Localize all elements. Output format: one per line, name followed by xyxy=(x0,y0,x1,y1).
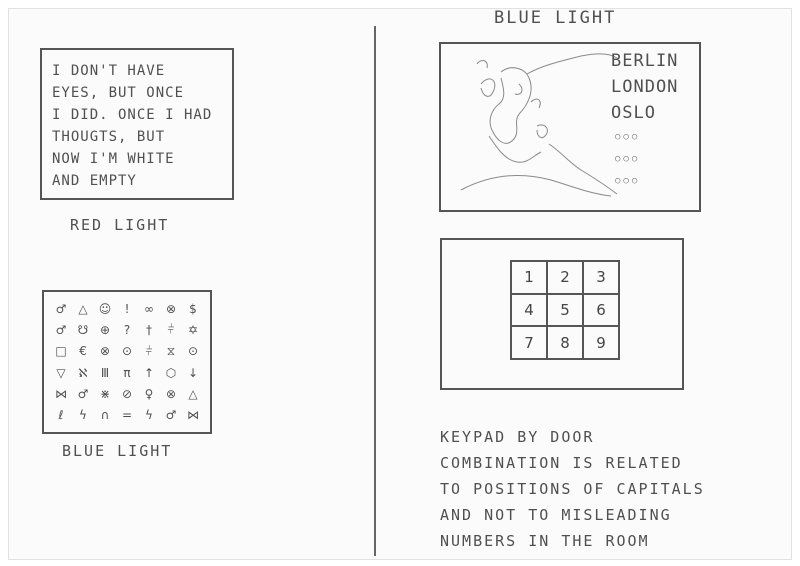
city-list: BERLIN LONDON OSLO xyxy=(611,48,678,126)
riddle-card: I DON'T HAVE EYES, BUT ONCE I DID. ONCE … xyxy=(40,48,234,200)
map-screen: BERLIN LONDON OSLO ○○○ ○○○ ○○○ xyxy=(439,42,701,212)
note-line: KEYPAD BY DOOR xyxy=(440,428,595,446)
symbol-glyph: ⬡ xyxy=(165,365,177,380)
symbol-glyph: ⊗ xyxy=(165,301,177,316)
symbol-glyph: ♂ xyxy=(55,301,67,316)
dot-row: ○○○ xyxy=(615,132,641,142)
dot-code-rows: ○○○ ○○○ ○○○ xyxy=(615,126,640,192)
riddle-line: THOUGTS, BUT xyxy=(52,129,166,145)
key-7[interactable]: 7 xyxy=(511,326,547,359)
symbol-glyph: ⊙ xyxy=(187,344,199,359)
key-4[interactable]: 4 xyxy=(511,293,547,327)
symbol-glyph: ∩ xyxy=(100,408,110,423)
key-2[interactable]: 2 xyxy=(547,261,583,294)
symbol-glyph: = xyxy=(121,408,133,423)
symbol-glyph: ⋇ xyxy=(99,386,111,401)
riddle-line: AND EMPTY xyxy=(52,173,137,189)
symbol-glyph: π xyxy=(123,365,131,380)
note-line: AND NOT TO MISLEADING xyxy=(440,506,672,524)
riddle-line: I DID. ONCE I HAD xyxy=(52,107,213,123)
symbol-glyph: ∞ xyxy=(144,301,154,316)
symbol-glyph: ? xyxy=(123,322,131,337)
symbol-glyph: ☋ xyxy=(77,322,89,337)
key-8[interactable]: 8 xyxy=(547,326,583,359)
note-line: NUMBERS IN THE ROOM xyxy=(440,532,650,550)
symbol-glyph: ↑ xyxy=(143,365,155,380)
symbol-glyph: ϟ xyxy=(79,408,87,423)
sketch-sheet xyxy=(8,8,792,560)
dot-row: ○○○ xyxy=(615,176,641,186)
key-1[interactable]: 1 xyxy=(511,261,547,294)
symbol-glyph: ♂ xyxy=(165,408,177,423)
symbol-glyph: ⧖ xyxy=(166,343,176,358)
europe-map-sketch xyxy=(460,53,618,197)
symbol-glyph: ▽ xyxy=(56,365,66,380)
column-divider xyxy=(374,26,376,556)
note-line: COMBINATION IS RELATED xyxy=(440,454,683,472)
city-oslo: OSLO xyxy=(611,103,656,123)
symbol-glyph: ⫩ xyxy=(167,322,175,337)
symbol-glyph: ! xyxy=(124,301,130,316)
riddle-line: NOW I'M WHITE xyxy=(52,151,175,167)
symbol-glyph: ϟ xyxy=(145,408,153,423)
key-6[interactable]: 6 xyxy=(583,293,619,327)
symbol-glyph: ⊙ xyxy=(121,344,133,359)
symbol-glyph: ✡ xyxy=(187,322,199,337)
key-9[interactable]: 9 xyxy=(583,326,619,359)
keypad-note: KEYPAD BY DOOR COMBINATION IS RELATED TO… xyxy=(440,424,705,554)
symbol-glyph: † xyxy=(146,322,152,337)
riddle-line: I DON'T HAVE xyxy=(52,63,166,79)
keypad-screen: 1 2 3 4 5 6 7 8 9 xyxy=(440,238,684,390)
symbol-glyph: € xyxy=(79,344,87,359)
symbol-glyph: ↓ xyxy=(187,365,199,380)
symbol-glyph: $ xyxy=(189,301,197,316)
symbol-glyph: △ xyxy=(188,386,198,401)
riddle-text: I DON'T HAVE EYES, BUT ONCE I DID. ONCE … xyxy=(52,60,226,192)
keypad: 1 2 3 4 5 6 7 8 9 xyxy=(510,260,620,360)
symbol-glyph: ⫩ xyxy=(145,343,153,358)
note-line: TO POSITIONS OF CAPITALS xyxy=(440,480,705,498)
symbol-glyph: ♂ xyxy=(55,322,67,337)
symbol-glyph: △ xyxy=(78,301,88,316)
city-london: LONDON xyxy=(611,77,679,97)
city-berlin: BERLIN xyxy=(611,51,679,71)
key-3[interactable]: 3 xyxy=(583,261,619,294)
symbol-glyph: ⊘ xyxy=(121,386,133,401)
symbol-glyph: ⊗ xyxy=(165,386,177,401)
symbol-glyph: ⊕ xyxy=(99,322,111,337)
dot-row: ○○○ xyxy=(615,154,641,164)
symbol-glyph: ♀ xyxy=(144,386,154,401)
symbol-glyph: ♂ xyxy=(77,386,89,401)
key-5[interactable]: 5 xyxy=(547,293,583,327)
map-heading: BLUE LIGHT xyxy=(494,8,617,28)
symbol-glyph: ℵ xyxy=(78,365,88,380)
symbol-glyph: ☺ xyxy=(98,301,112,316)
symbol-glyph: Ⅲ xyxy=(100,365,110,380)
red-light-caption: RED LIGHT xyxy=(70,216,170,234)
symbol-glyph: ⋈ xyxy=(187,408,199,423)
symbol-glyph: ℓ xyxy=(58,408,64,423)
riddle-line: EYES, BUT ONCE xyxy=(52,85,185,101)
symbol-glyph: ⊗ xyxy=(99,344,111,359)
symbol-glyph: □ xyxy=(55,344,67,359)
blue-light-caption: BLUE LIGHT xyxy=(62,442,173,460)
symbol-glyph: ⋈ xyxy=(55,386,67,401)
